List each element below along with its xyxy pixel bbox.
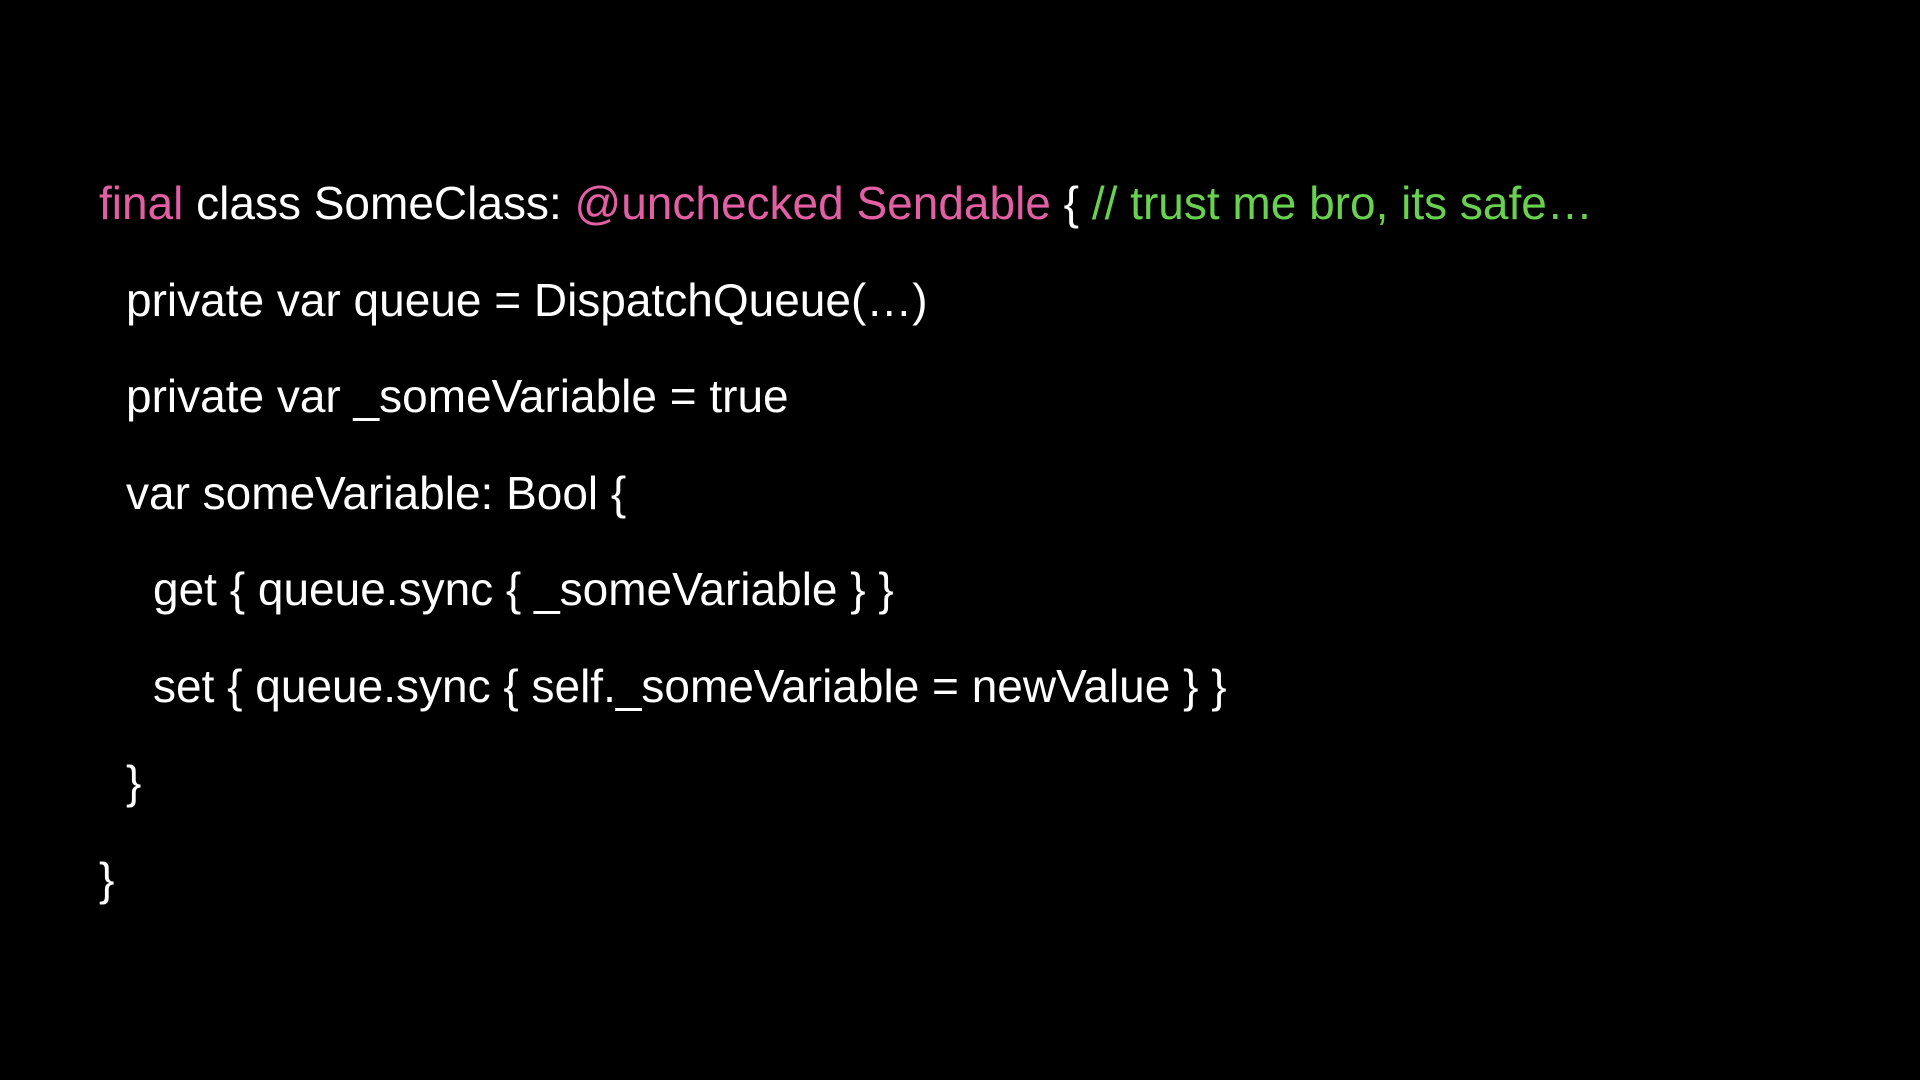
opening-brace: {	[1050, 177, 1092, 229]
code-comment: // trust me bro, its safe…	[1091, 177, 1593, 229]
code-line-2: private var queue = DispatchQueue(…)	[99, 265, 1879, 362]
class-closing-brace: }	[99, 852, 115, 905]
attribute-unchecked-sendable: @unchecked Sendable	[574, 177, 1051, 229]
code-line-1: final class SomeClass: @unchecked Sendab…	[99, 168, 1879, 265]
code-line-6: set { queue.sync { self._someVariable = …	[99, 651, 1879, 748]
code-line-8: }	[99, 844, 1879, 941]
queue-declaration: private var queue = DispatchQueue(…)	[126, 273, 928, 326]
code-line-7: }	[99, 747, 1879, 844]
keyword-final: final	[99, 177, 184, 229]
class-declaration-text: class SomeClass:	[183, 177, 575, 229]
private-variable-declaration: private var _someVariable = true	[126, 370, 789, 422]
code-line-5: get { queue.sync { _someVariable } }	[99, 554, 1879, 651]
getter: get { queue.sync { _someVariable } }	[153, 563, 894, 615]
code-line-3: private var _someVariable = true	[99, 361, 1879, 458]
property-closing-brace: }	[126, 756, 142, 808]
code-block: final class SomeClass: @unchecked Sendab…	[99, 168, 1879, 940]
computed-property-declaration: var someVariable: Bool {	[126, 466, 627, 519]
setter: set { queue.sync { self._someVariable = …	[153, 659, 1227, 712]
code-line-4: var someVariable: Bool {	[99, 458, 1879, 555]
